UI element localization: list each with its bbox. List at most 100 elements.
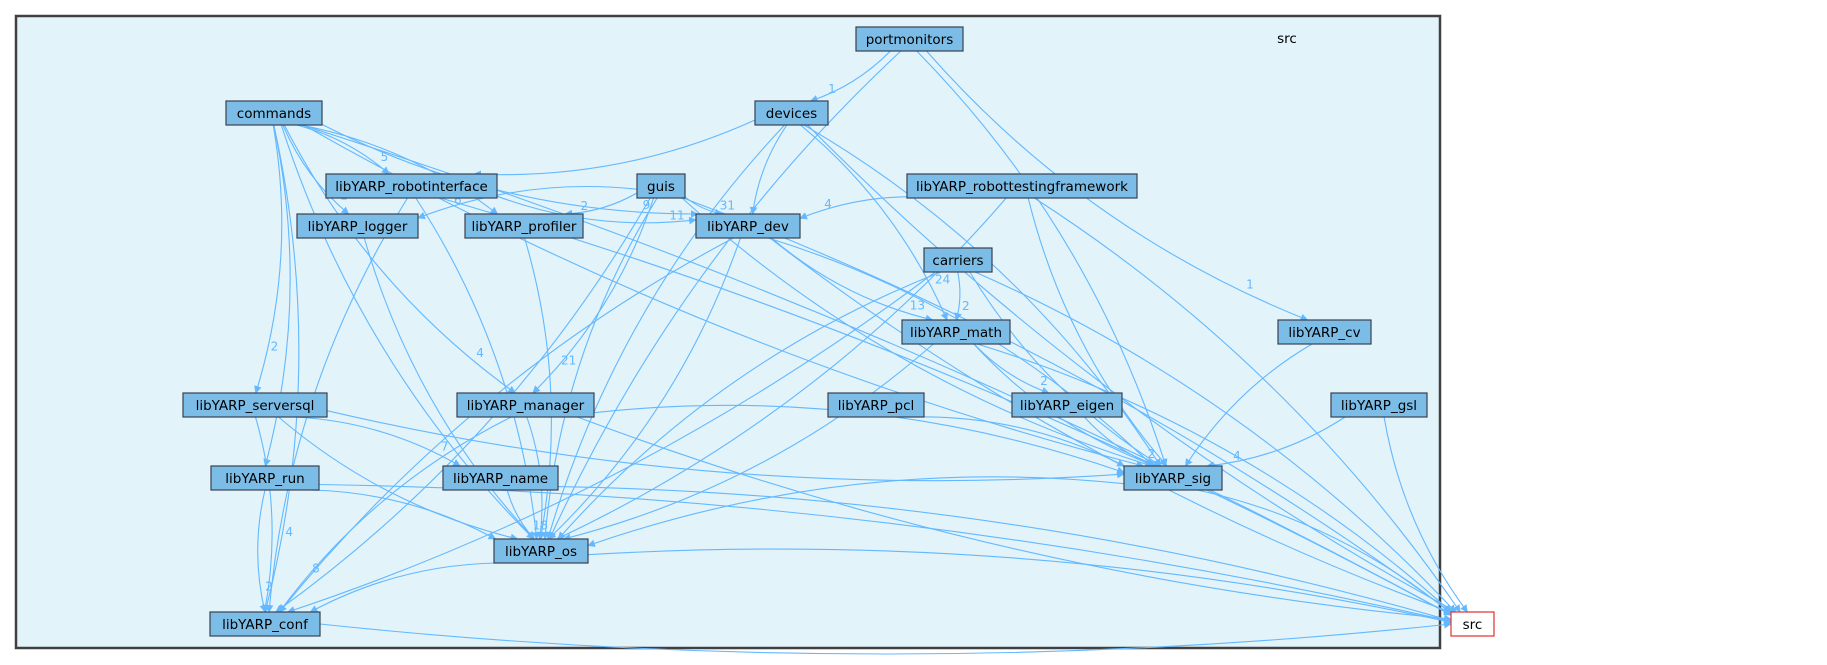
node-label: libYARP_manager <box>467 398 585 414</box>
node-portmonitors[interactable]: portmonitors <box>855 26 964 52</box>
node-box[interactable] <box>1277 319 1372 345</box>
edge-robottesting-to-sig <box>1027 197 1168 467</box>
edge-pcl-to-sig <box>923 416 1125 467</box>
node-box[interactable] <box>1011 392 1123 418</box>
node-box[interactable] <box>906 173 1138 199</box>
node-box[interactable] <box>225 100 323 126</box>
node-box[interactable] <box>636 173 686 199</box>
edge-gsl-to-sig <box>1206 416 1346 470</box>
edge-commands-to-logger <box>282 124 350 215</box>
node-box[interactable] <box>493 538 589 564</box>
edge-label: 4 <box>476 346 484 360</box>
node-label: libYARP_logger <box>308 219 408 235</box>
node-profiler[interactable]: libYARP_profiler <box>464 213 584 239</box>
edge-label: 7 <box>441 440 449 454</box>
edge-conf-to-src <box>319 620 1452 655</box>
node-robotinterface[interactable]: libYARP_robotinterface <box>325 173 498 199</box>
node-box[interactable] <box>442 465 559 491</box>
edge-serversql-to-os <box>278 416 519 542</box>
node-label: portmonitors <box>866 32 954 48</box>
node-cv[interactable]: libYARP_cv <box>1277 319 1372 345</box>
edge-portmonitors-to-cv <box>926 50 1309 322</box>
node-label: libYARP_run <box>225 471 304 487</box>
edge-label: 5 <box>381 150 389 164</box>
node-gsl[interactable]: libYARP_gsl <box>1330 392 1428 418</box>
edge-guis-to-logger <box>417 185 638 220</box>
edge-label: 6 <box>454 193 462 207</box>
edge-guis-to-manager <box>532 197 655 394</box>
edge-portmonitors-to-os <box>548 50 902 540</box>
edge-portmonitors-to-devices <box>809 50 891 103</box>
edge-label: 2 <box>1040 374 1048 388</box>
cluster-label: src <box>1277 31 1297 47</box>
edge-devices-to-dev <box>749 124 788 215</box>
node-serversql[interactable]: libYARP_serversql <box>182 392 328 418</box>
node-box[interactable] <box>855 26 964 52</box>
node-sig[interactable]: libYARP_sig <box>1123 465 1223 491</box>
node-box[interactable] <box>209 611 321 637</box>
edge-logger-to-os <box>363 237 535 540</box>
edge-run-to-conf <box>257 489 268 613</box>
edge-commands-to-manager <box>283 124 516 394</box>
node-pcl[interactable]: libYARP_pcl <box>827 392 925 418</box>
node-box[interactable] <box>296 213 419 239</box>
edge-cv-to-sig <box>1185 343 1313 467</box>
node-box[interactable] <box>1330 392 1428 418</box>
edge-label: 24 <box>935 272 950 286</box>
edge-serversql-to-sig <box>326 410 1125 482</box>
node-commands[interactable]: commands <box>225 100 323 126</box>
node-label: libYARP_gsl <box>1341 398 1417 414</box>
node-box[interactable] <box>901 319 1011 345</box>
node-box[interactable] <box>1450 611 1495 637</box>
node-label: libYARP_robottestingframework <box>916 179 1128 195</box>
edge-label: 4 <box>1233 449 1241 463</box>
node-eigen[interactable]: libYARP_eigen <box>1011 392 1123 418</box>
node-box[interactable] <box>827 392 925 418</box>
node-label: src <box>1463 617 1483 633</box>
node-math[interactable]: libYARP_math <box>901 319 1011 345</box>
node-src[interactable]: src <box>1450 611 1495 637</box>
edge-commands-to-run <box>263 124 291 467</box>
node-guis[interactable]: guis <box>636 173 686 199</box>
node-label: libYARP_cv <box>1288 325 1360 341</box>
node-label: carriers <box>932 253 983 269</box>
edge-dev-to-os <box>548 237 741 540</box>
node-box[interactable] <box>464 213 584 239</box>
edge-sig-to-os <box>587 476 1125 547</box>
node-dev[interactable]: libYARP_dev <box>695 213 801 239</box>
node-manager[interactable]: libYARP_manager <box>456 392 595 418</box>
node-box[interactable] <box>754 100 829 126</box>
edge-serversql-to-name <box>295 416 461 467</box>
node-robottesting[interactable]: libYARP_robottestingframework <box>906 173 1138 199</box>
node-name[interactable]: libYARP_name <box>442 465 559 491</box>
node-box[interactable] <box>325 173 498 199</box>
node-box[interactable] <box>182 392 328 418</box>
node-devices[interactable]: devices <box>754 100 829 126</box>
node-box[interactable] <box>695 213 801 239</box>
node-logger[interactable]: libYARP_logger <box>296 213 419 239</box>
node-carriers[interactable]: carriers <box>923 247 993 273</box>
edge-commands-to-serversql <box>254 124 283 394</box>
node-label: libYARP_sig <box>1135 471 1211 487</box>
edge-label: 2 <box>265 580 273 594</box>
node-box[interactable] <box>210 465 320 491</box>
node-label: libYARP_name <box>453 471 548 487</box>
node-run[interactable]: libYARP_run <box>210 465 320 491</box>
node-label: libYARP_conf <box>222 617 309 633</box>
node-box[interactable] <box>1123 465 1223 491</box>
edge-label: 4 <box>824 197 832 211</box>
edge-label: 2 <box>962 299 970 313</box>
node-box[interactable] <box>456 392 595 418</box>
node-conf[interactable]: libYARP_conf <box>209 611 321 637</box>
node-box[interactable] <box>923 247 993 273</box>
edge-carriers-to-conf <box>287 271 936 614</box>
node-os[interactable]: libYARP_os <box>493 538 589 564</box>
edge-guis-to-src <box>683 197 1452 613</box>
edge-guis-to-conf <box>275 197 651 613</box>
edge-commands-to-conf <box>263 124 300 613</box>
edge-label: 31 <box>720 199 735 213</box>
edge-devices-to-robotinterface <box>473 119 756 179</box>
edge-labels: 11245119242411623121413227824218 <box>265 82 1253 594</box>
edge-carriers-to-sig <box>969 271 1162 467</box>
